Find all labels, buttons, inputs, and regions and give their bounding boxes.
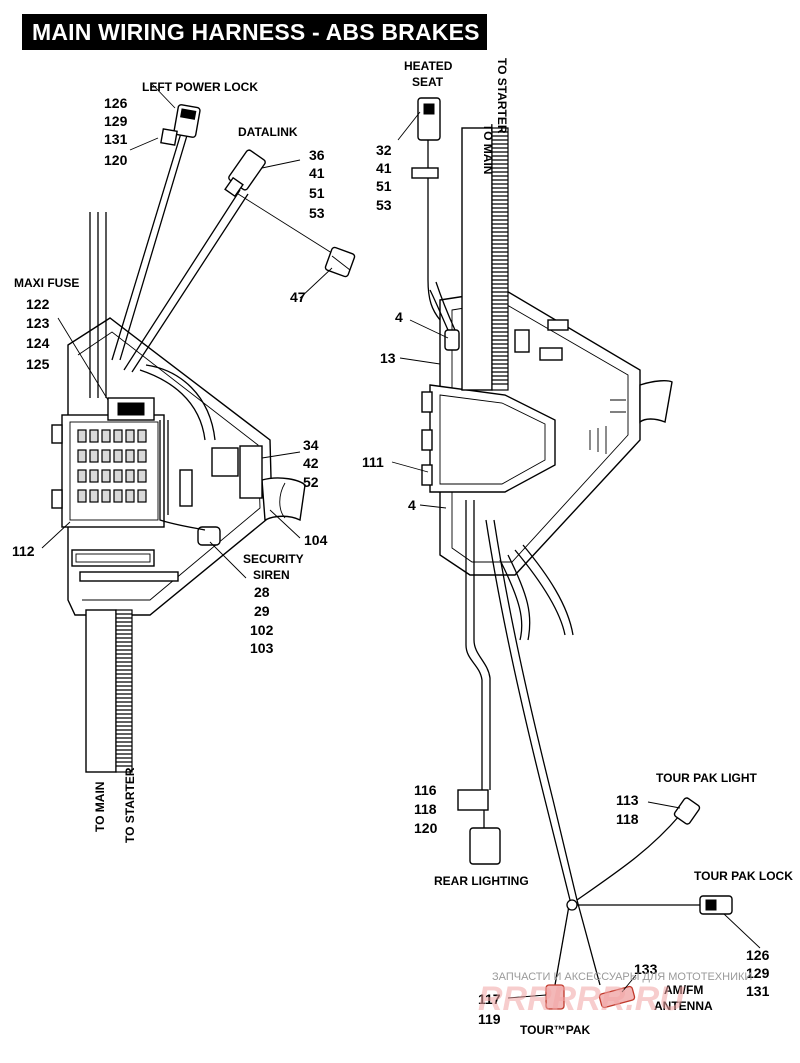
- svg-text:36: 36: [309, 147, 325, 163]
- svg-text:126: 126: [746, 947, 770, 963]
- svg-text:119: 119: [478, 1011, 501, 1027]
- security-siren-label: SECURITY SIREN: [243, 552, 304, 582]
- right-to-main-conduit: [461, 127, 493, 391]
- left-harness-assembly: [41, 83, 356, 773]
- left-to-main-label: TO MAIN: [93, 782, 107, 832]
- heated-seat-label: HEATED SEAT: [404, 59, 453, 89]
- tour-pak-label: TOUR™PAK: [520, 1023, 591, 1037]
- am-fm-antenna-number: 133: [634, 961, 658, 977]
- svg-text:103: 103: [250, 640, 274, 656]
- left-to-main-conduit: [85, 609, 117, 773]
- svg-text:28: 28: [254, 584, 270, 600]
- rear-lighting-connector: [469, 827, 501, 865]
- svg-text:AM/FM: AM/FM: [664, 983, 703, 997]
- datalink-connector: [224, 149, 266, 198]
- svg-text:29: 29: [254, 603, 270, 619]
- connector-13-number: 13: [380, 350, 396, 366]
- svg-text:51: 51: [309, 185, 325, 201]
- svg-text:118: 118: [414, 801, 437, 817]
- svg-text:116: 116: [414, 782, 437, 798]
- svg-text:41: 41: [309, 165, 325, 181]
- svg-text:129: 129: [746, 965, 770, 981]
- svg-text:SIREN: SIREN: [253, 568, 290, 582]
- left-power-lock-connector: [160, 104, 201, 146]
- right-to-starter-label: TO STARTER: [495, 58, 509, 134]
- heated-seat-numbers: 32 41 51 53: [376, 142, 392, 213]
- svg-text:52: 52: [303, 474, 319, 490]
- right-to-main-label: TO MAIN: [481, 124, 495, 174]
- connector-47: [324, 246, 356, 278]
- connector-111-number: 111: [362, 454, 384, 470]
- watermark-text: ЗАПЧАСТИ И АКСЕССУАРЫ ДЛЯ МОТОТЕХНИКИ: [492, 971, 752, 983]
- left-tube-bracket: [261, 477, 306, 522]
- connector-104-number: 104: [304, 532, 328, 548]
- tour-pak-connector: [545, 984, 565, 1010]
- svg-text:131: 131: [104, 131, 128, 147]
- svg-text:32: 32: [376, 142, 392, 158]
- left-to-starter-label: TO STARTER: [123, 767, 137, 843]
- maxi-fuse-label: MAXI FUSE: [14, 276, 79, 290]
- svg-text:123: 123: [26, 315, 50, 331]
- connector-4-top-number: 4: [395, 309, 403, 325]
- fuse-box: [61, 414, 165, 528]
- svg-text:118: 118: [616, 811, 639, 827]
- tour-pak-light-label: TOUR PAK LIGHT: [656, 771, 758, 785]
- tour-pak-numbers: 117 119: [478, 991, 501, 1027]
- svg-text:120: 120: [104, 152, 128, 168]
- left-power-lock-label: LEFT POWER LOCK: [142, 80, 258, 94]
- am-fm-antenna-connector: [598, 985, 636, 1009]
- left-to-starter-conduit: [115, 609, 133, 773]
- svg-text:SEAT: SEAT: [412, 75, 444, 89]
- svg-text:34: 34: [303, 437, 319, 453]
- datalink-numbers: 36 41 51 53: [309, 147, 325, 221]
- svg-text:102: 102: [250, 622, 274, 638]
- svg-text:125: 125: [26, 356, 50, 372]
- connector-47-number: 47: [290, 289, 306, 305]
- tour-pak-light-numbers: 113 118: [616, 792, 639, 827]
- svg-text:51: 51: [376, 178, 392, 194]
- svg-text:122: 122: [26, 296, 50, 312]
- right-harness-assembly: [391, 97, 761, 1010]
- right-tube-bracket: [639, 380, 673, 424]
- svg-text:53: 53: [376, 197, 392, 213]
- rear-lighting-numbers: 116 118 120: [414, 782, 438, 836]
- tour-pak-lock-numbers: 126 129 131: [746, 947, 770, 999]
- svg-text:117: 117: [478, 991, 501, 1007]
- tour-pak-light-connector: [673, 797, 701, 825]
- right-to-starter-conduit: [491, 127, 509, 391]
- security-siren-numbers: 28 29 102 103: [250, 584, 274, 656]
- svg-text:129: 129: [104, 113, 128, 129]
- svg-text:41: 41: [376, 160, 392, 176]
- svg-text:124: 124: [26, 335, 50, 351]
- am-fm-antenna-label: AM/FM ANTENNA: [654, 983, 713, 1013]
- page-title: MAIN WIRING HARNESS - ABS BRAKES: [22, 14, 487, 50]
- connector-34-numbers: 34 42 52: [303, 437, 319, 490]
- connector-4-bottom-number: 4: [408, 497, 416, 513]
- datalink-label: DATALINK: [238, 125, 298, 139]
- svg-text:53: 53: [309, 205, 325, 221]
- svg-text:120: 120: [414, 820, 438, 836]
- connector-112-number: 112: [12, 543, 35, 559]
- heated-seat-connector: [411, 97, 441, 179]
- svg-text:42: 42: [303, 455, 319, 471]
- svg-text:126: 126: [104, 95, 128, 111]
- svg-text:131: 131: [746, 983, 770, 999]
- tour-pak-lock-label: TOUR PAK LOCK: [694, 869, 793, 883]
- left-power-lock-numbers: 126 129 131 120: [104, 95, 128, 168]
- maxi-fuse-numbers: 122 123 124 125: [26, 296, 50, 372]
- svg-text:ANTENNA: ANTENNA: [654, 999, 713, 1013]
- fuse-grid: [77, 429, 147, 503]
- svg-text:113: 113: [616, 792, 639, 808]
- controller-module: [429, 384, 556, 493]
- svg-text:HEATED: HEATED: [404, 59, 453, 73]
- svg-text:SECURITY: SECURITY: [243, 552, 304, 566]
- watermark-logo: RRRRRR.RU: [478, 980, 685, 1018]
- rear-lighting-label: REAR LIGHTING: [434, 874, 529, 888]
